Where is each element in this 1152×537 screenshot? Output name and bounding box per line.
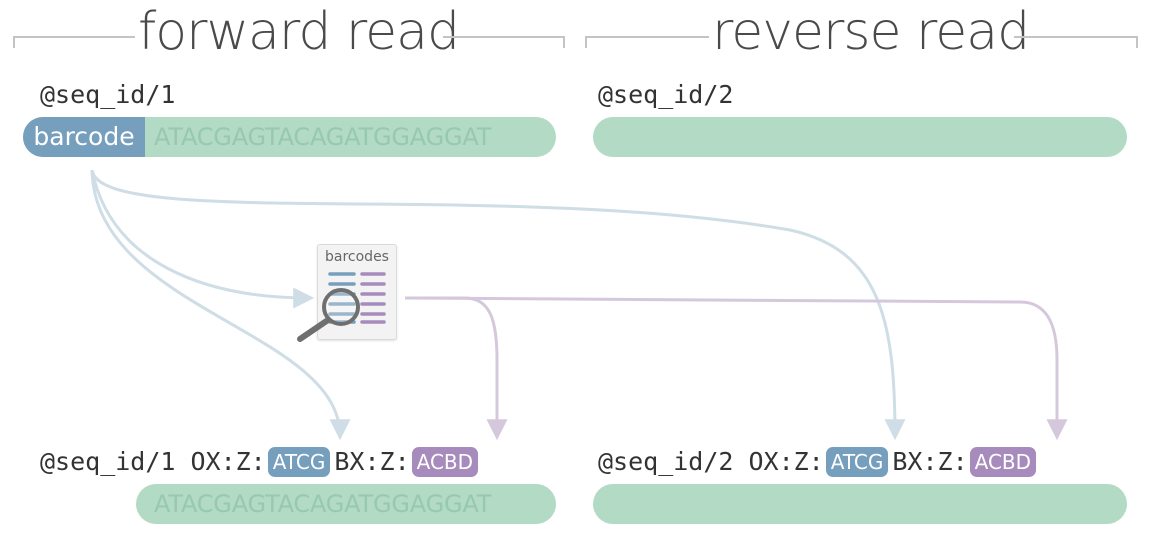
forward-read-sequence: ATACGAGTACAGATGGAGGAT [154, 123, 492, 151]
magnifier-icon [297, 288, 360, 342]
reverse-title-rule-left [585, 36, 709, 48]
forward-read-bar: barcode ATACGAGTACAGATGGAGGAT [23, 117, 556, 157]
arrow-barcode-to-lookup [90, 169, 315, 309]
arrow-barcode-to-forward-ox [90, 169, 351, 441]
forward-bx-tag: BX:Z: [334, 447, 410, 476]
reverse-ox-tag: OX:Z: [748, 447, 824, 476]
reverse-bx-value-badge: ACBD [969, 447, 1037, 477]
reverse-read-header: @seq_id/2 [598, 80, 734, 109]
reverse-read-bar [593, 117, 1127, 157]
forward-bx-value-badge: ACBD [411, 447, 479, 477]
forward-read-title: forward read [138, 2, 460, 62]
barcode-lookup-label: barcodes [325, 249, 389, 265]
forward-title-rule-left [13, 36, 135, 48]
reverse-output-header: @seq_id/2 OX:Z: ATCG BX:Z: ACBD [598, 445, 1040, 479]
arrow-lookup-to-forward-bx [405, 296, 508, 441]
arrow-lookup-to-reverse-bx [404, 296, 1068, 441]
forward-read-header: @seq_id/1 [40, 80, 176, 109]
reverse-title-rule-right [1014, 36, 1138, 48]
forward-output-read-bar: ATACGAGTACAGATGGAGGAT [136, 484, 556, 524]
reverse-output-read-bar [593, 484, 1127, 524]
barcode-segment: barcode [23, 117, 145, 157]
arrow-barcode-to-reverse-ox [90, 169, 906, 441]
forward-title-rule-right [443, 36, 565, 48]
forward-output-sequence: ATACGAGTACAGATGGAGGAT [154, 490, 492, 518]
forward-ox-tag: OX:Z: [190, 447, 266, 476]
forward-output-id: @seq_id/1 [40, 447, 176, 476]
reverse-ox-value-badge: ATCG [825, 447, 889, 477]
reverse-read-title: reverse read [712, 2, 1030, 62]
forward-ox-value-badge: ATCG [267, 447, 331, 477]
forward-output-header: @seq_id/1 OX:Z: ATCG BX:Z: ACBD [40, 445, 482, 479]
reverse-bx-tag: BX:Z: [892, 447, 968, 476]
reverse-output-id: @seq_id/2 [598, 447, 734, 476]
